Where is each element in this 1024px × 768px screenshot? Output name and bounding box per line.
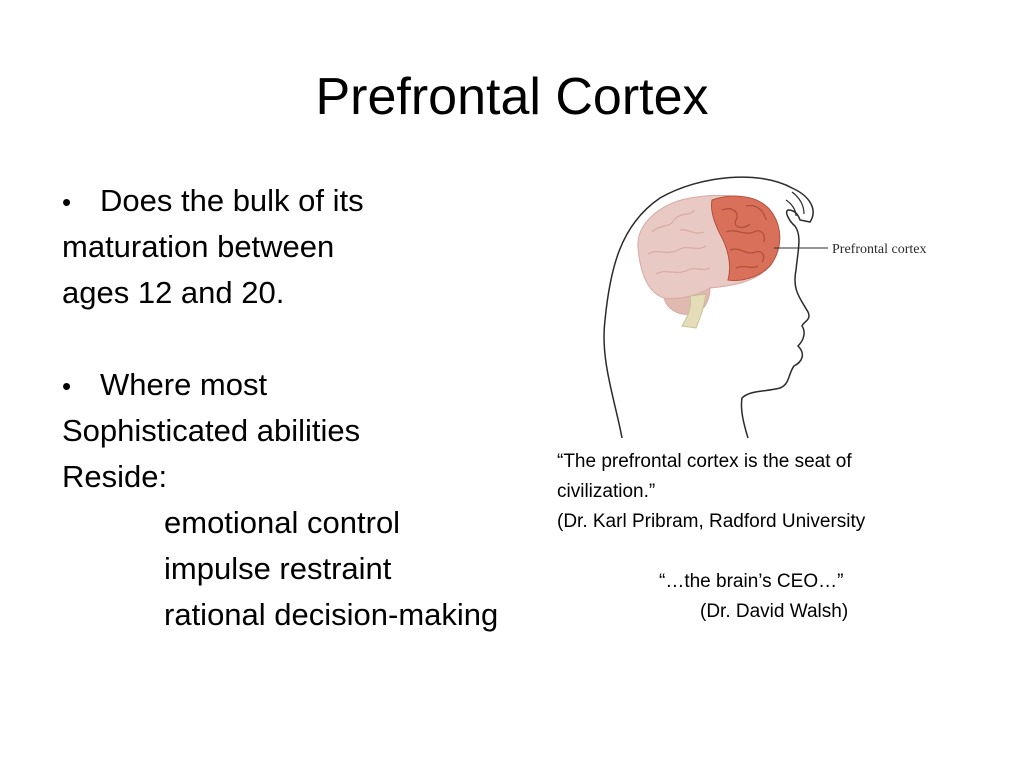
spacer bbox=[62, 316, 582, 362]
quote-block: “The prefrontal cortex is the seat of ci… bbox=[557, 447, 977, 627]
bullet-1-line-2: maturation between bbox=[62, 229, 335, 264]
brain-illustration: Prefrontal cortex bbox=[603, 176, 926, 439]
bullet-2-line-1: • Where most bbox=[62, 362, 582, 408]
head-outline bbox=[603, 176, 814, 439]
slide-body: • Does the bulk of its maturation between… bbox=[62, 178, 582, 638]
bullet-2-line-2: Sophisticated abilities bbox=[62, 413, 361, 448]
bullet-2-text: Where most bbox=[100, 367, 268, 402]
quote-attribution-1: (Dr. Karl Pribram, Radford University bbox=[557, 511, 866, 532]
prefrontal-cortex-label: Prefrontal cortex bbox=[832, 242, 926, 257]
quote-line-2: civilization.” bbox=[557, 481, 656, 502]
subitem-impulse-restraint: impulse restraint bbox=[164, 551, 392, 586]
quote-line-3: “…the brain’s CEO…” bbox=[659, 571, 844, 592]
bullet-1-line-3: ages 12 and 20. bbox=[62, 275, 285, 310]
bullet-2-line-3: Reside: bbox=[62, 459, 168, 494]
brain-gyri bbox=[647, 209, 711, 275]
bullet-1-line-1: • Does the bulk of its bbox=[62, 178, 582, 224]
head-detail bbox=[785, 191, 805, 217]
quote-line-1: “The prefrontal cortex is the seat of bbox=[557, 451, 852, 472]
spacer bbox=[557, 537, 977, 567]
cortex-gyri bbox=[721, 204, 767, 269]
bullet-glyph: • bbox=[62, 371, 72, 401]
quote-attribution-2: (Dr. David Walsh) bbox=[700, 601, 849, 622]
subitem-rational-decision-making: rational decision-making bbox=[164, 597, 499, 632]
subitem-emotional-control: emotional control bbox=[164, 505, 401, 540]
brain-stem bbox=[681, 293, 707, 329]
slide-title: Prefrontal Cortex bbox=[315, 68, 709, 126]
bullet-1-text: Does the bulk of its bbox=[100, 183, 364, 218]
bullet-glyph: • bbox=[62, 187, 72, 217]
